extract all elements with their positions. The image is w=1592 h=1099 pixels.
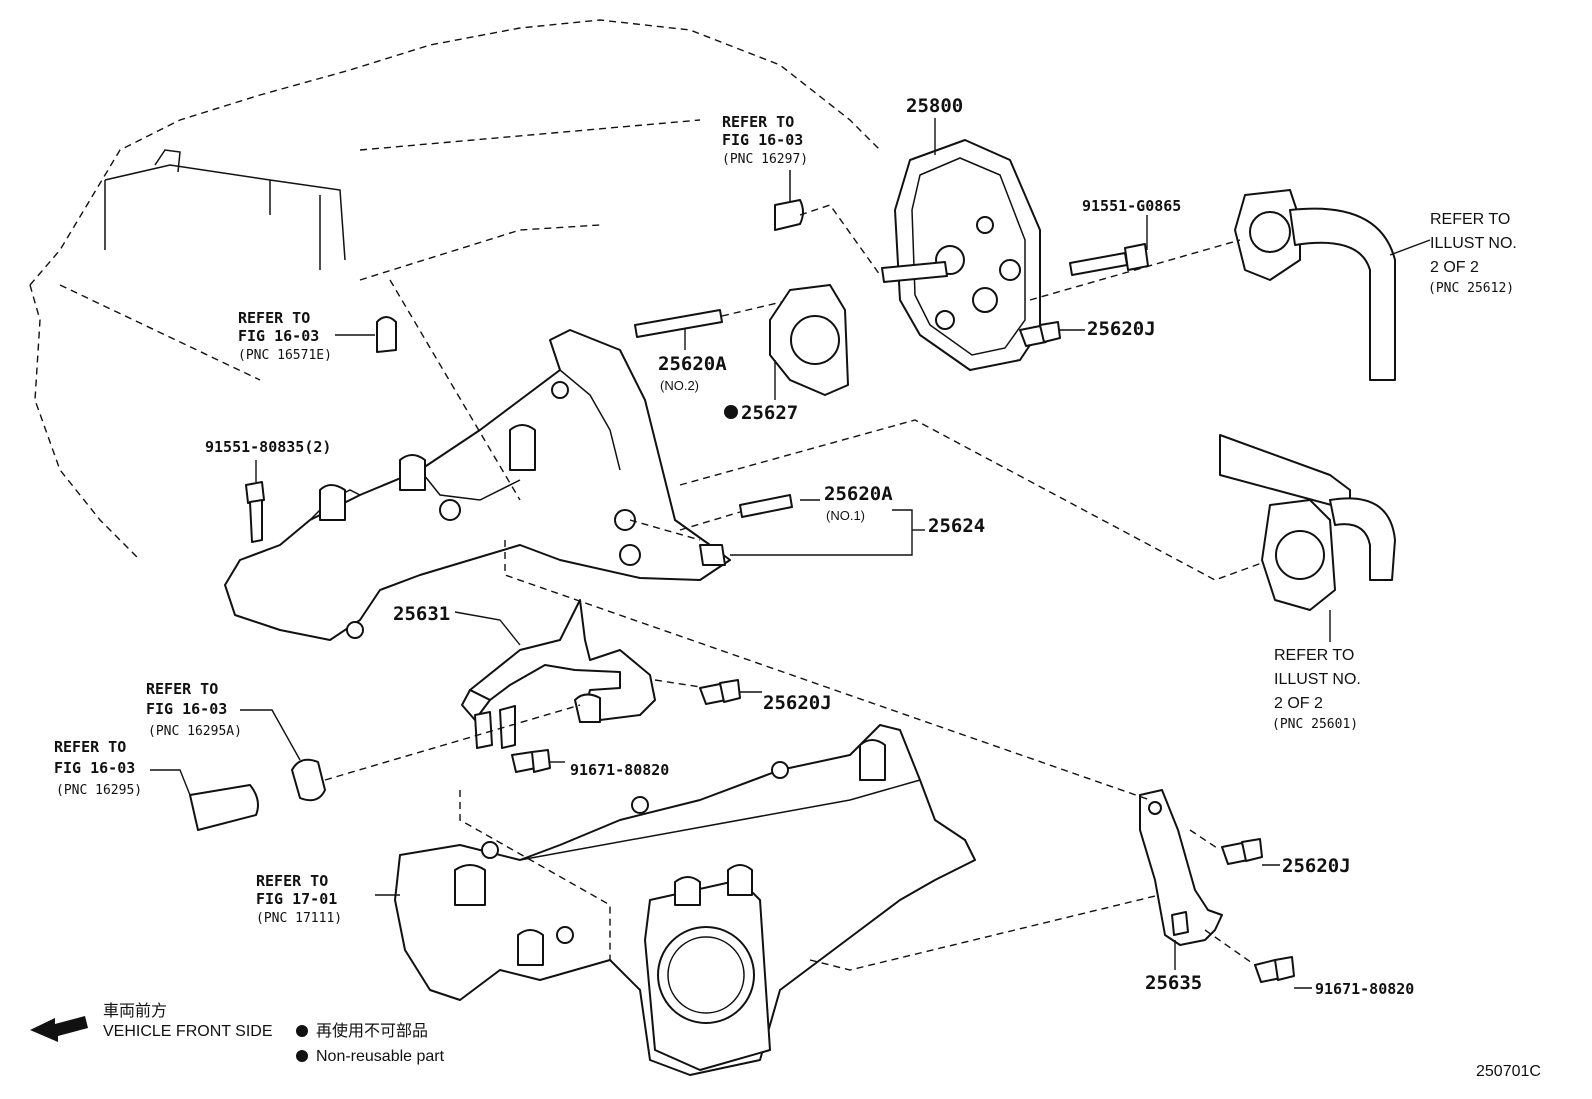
bolt-25620j-lower — [1221, 838, 1280, 866]
ref-illust-25601: REFER TO ILLUST NO. 2 OF 2 (PNC 25601) — [1272, 647, 1361, 732]
legend-nonreuse-en: Non-reusable part — [316, 1048, 445, 1065]
clamp-16295a — [240, 704, 581, 802]
label-25620a-no1-sub: (NO.1) — [826, 508, 865, 523]
svg-text:(PNC 16295): (PNC 16295) — [56, 783, 142, 798]
label-25620j-middle: 25620J — [763, 692, 832, 714]
svg-text:2 OF 2: 2 OF 2 — [1430, 259, 1479, 276]
svg-text:REFER TO: REFER TO — [1274, 647, 1354, 664]
svg-text:REFER TO: REFER TO — [256, 872, 328, 890]
ref-fig1701-17111: REFER TO FIG 17-01 (PNC 17111) — [256, 872, 342, 926]
vehicle-front-arrow-icon — [30, 1016, 88, 1042]
ref-fig1603-16571e: REFER TO FIG 16-03 (PNC 16571E) — [238, 309, 375, 363]
ref-fig1603-16295a: REFER TO FIG 16-03 (PNC 16295A) — [146, 680, 242, 739]
bolt-91671-80820-lower — [1254, 956, 1312, 989]
ref-illust-25612: REFER TO ILLUST NO. 2 OF 2 (PNC 25612) — [1428, 211, 1517, 296]
svg-text:(PNC 17111): (PNC 17111) — [256, 911, 342, 926]
label-91551-80835: 91551-80835(2) — [205, 438, 331, 456]
svg-text:(PNC 25612): (PNC 25612) — [1428, 281, 1514, 296]
svg-text:FIG 17-01: FIG 17-01 — [256, 890, 337, 908]
svg-text:ILLUST NO.: ILLUST NO. — [1430, 235, 1517, 252]
pipe-25612 — [1029, 189, 1431, 381]
label-25620j-lower: 25620J — [1282, 855, 1351, 877]
label-25635: 25635 — [1145, 972, 1202, 994]
ref-fig1603-16297: REFER TO FIG 16-03 (PNC 16297) — [722, 113, 808, 167]
label-25620j-upper: 25620J — [1087, 318, 1156, 340]
pipe-25631 — [454, 599, 721, 749]
non-reusable-dot-25627 — [724, 405, 738, 419]
bolt-91551-80835 — [245, 460, 265, 543]
legend: 車両前方 VEHICLE FRONT SIDE 再使用不可部品 Non-reus… — [30, 1002, 445, 1065]
svg-text:2 OF 2: 2 OF 2 — [1274, 695, 1323, 712]
pipe-25601 — [1219, 434, 1396, 642]
stud-25620a-no1 — [679, 494, 820, 531]
bolt-91551-g0865 — [1069, 215, 1149, 276]
svg-text:(PNC 25601): (PNC 25601) — [1272, 717, 1358, 732]
non-reusable-dot-icon — [296, 1025, 308, 1037]
svg-text:REFER TO: REFER TO — [1430, 211, 1510, 228]
svg-text:(PNC 16571E): (PNC 16571E) — [238, 348, 332, 363]
svg-text:ILLUST NO.: ILLUST NO. — [1274, 671, 1361, 688]
label-25620a-no1: 25620A — [824, 483, 893, 505]
svg-text:REFER TO: REFER TO — [146, 680, 218, 698]
svg-text:(PNC 16295A): (PNC 16295A) — [148, 724, 242, 739]
label-25620a-no2: 25620A — [658, 353, 727, 375]
non-reusable-dot-icon-2 — [296, 1050, 308, 1062]
stud-25620a-no2 — [634, 299, 791, 350]
engine-block-outline — [29, 19, 881, 561]
label-91671-80820-middle: 91671-80820 — [570, 761, 669, 779]
bolt-91671-80820-middle — [511, 749, 565, 773]
svg-text:FIG 16-03: FIG 16-03 — [146, 700, 227, 718]
label-25624: 25624 — [928, 515, 985, 537]
figure-id: 250701C — [1476, 1063, 1541, 1080]
gasket-25627 — [769, 284, 849, 400]
svg-text:REFER TO: REFER TO — [54, 738, 126, 756]
label-25631: 25631 — [393, 603, 450, 625]
svg-text:FIG 16-03: FIG 16-03 — [54, 759, 135, 777]
svg-text:REFER TO: REFER TO — [722, 113, 794, 131]
label-25627: 25627 — [741, 402, 798, 424]
legend-front-jp: 車両前方 — [103, 1002, 167, 1020]
bracket-25624 — [730, 509, 925, 556]
svg-text:FIG 16-03: FIG 16-03 — [238, 327, 319, 345]
label-91551-g0865: 91551-G0865 — [1082, 197, 1181, 215]
bolt-25620j-middle — [699, 679, 762, 705]
egr-valve-25800 — [881, 139, 1041, 371]
pipe-stub-16571e — [376, 316, 397, 353]
svg-text:REFER TO: REFER TO — [238, 309, 310, 327]
hose-16295 — [150, 769, 259, 831]
svg-text:FIG 16-03: FIG 16-03 — [722, 131, 803, 149]
label-25800: 25800 — [906, 95, 963, 117]
legend-front-en: VEHICLE FRONT SIDE — [103, 1023, 273, 1040]
intake-manifold-17111 — [375, 724, 1181, 1076]
label-25620a-no2-sub: (NO.2) — [660, 378, 699, 393]
housing-25624 — [224, 279, 1271, 641]
pipe-stub-16297 — [774, 170, 881, 276]
svg-text:(PNC 16297): (PNC 16297) — [722, 152, 808, 167]
bolt-25620j-upper — [1019, 321, 1085, 347]
legend-nonreuse-jp: 再使用不可部品 — [316, 1022, 428, 1040]
label-91671-80820-lower: 91671-80820 — [1315, 980, 1414, 998]
bracket-25635 — [504, 540, 1256, 970]
ref-fig1603-16295: REFER TO FIG 16-03 (PNC 16295) — [54, 738, 142, 798]
